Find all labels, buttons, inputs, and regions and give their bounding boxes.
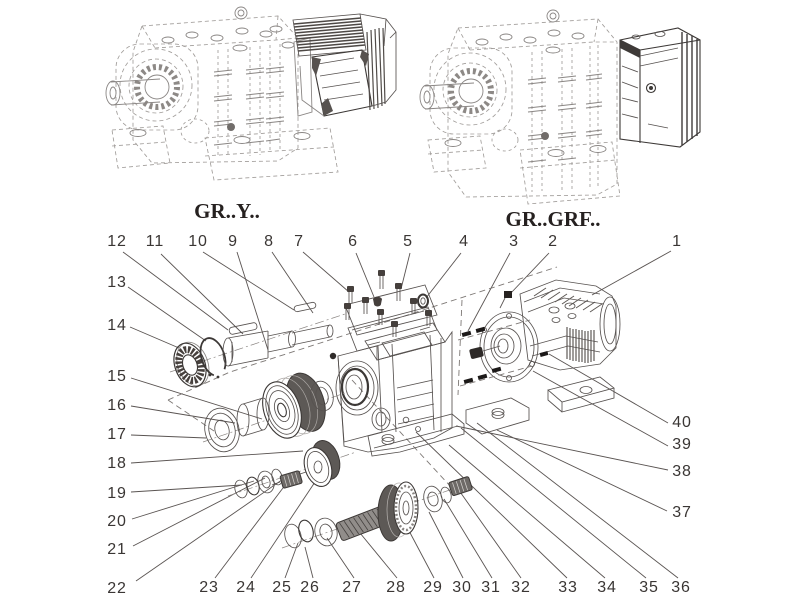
svg-text:39: 39 <box>672 436 692 453</box>
svg-text:25: 25 <box>272 579 292 596</box>
svg-text:40: 40 <box>672 414 692 431</box>
svg-text:GR..GRF..: GR..GRF.. <box>506 207 601 231</box>
svg-text:23: 23 <box>199 579 219 596</box>
svg-text:7: 7 <box>294 233 304 250</box>
svg-text:34: 34 <box>597 579 617 596</box>
svg-text:17: 17 <box>107 426 127 443</box>
svg-text:19: 19 <box>107 485 127 502</box>
svg-text:18: 18 <box>107 455 127 472</box>
svg-text:29: 29 <box>423 579 443 596</box>
svg-text:38: 38 <box>672 463 692 480</box>
svg-text:20: 20 <box>107 513 127 530</box>
svg-text:11: 11 <box>146 233 164 250</box>
svg-text:GR..Y..: GR..Y.. <box>194 199 260 223</box>
svg-text:2: 2 <box>548 233 558 250</box>
svg-text:4: 4 <box>459 233 469 250</box>
svg-text:31: 31 <box>481 579 501 596</box>
svg-text:22: 22 <box>107 580 127 597</box>
svg-text:32: 32 <box>511 579 531 596</box>
svg-text:24: 24 <box>236 579 256 596</box>
svg-text:28: 28 <box>386 579 406 596</box>
svg-text:33: 33 <box>558 579 578 596</box>
svg-text:21: 21 <box>107 541 127 558</box>
svg-text:36: 36 <box>671 579 691 596</box>
svg-text:14: 14 <box>107 317 127 334</box>
svg-text:9: 9 <box>228 233 238 250</box>
svg-text:8: 8 <box>264 233 274 250</box>
svg-text:13: 13 <box>107 274 127 291</box>
svg-text:15: 15 <box>107 368 127 385</box>
svg-text:35: 35 <box>639 579 659 596</box>
svg-text:12: 12 <box>107 233 127 250</box>
svg-text:6: 6 <box>348 233 358 250</box>
svg-text:5: 5 <box>403 233 413 250</box>
svg-text:3: 3 <box>509 233 519 250</box>
svg-text:30: 30 <box>452 579 472 596</box>
svg-text:27: 27 <box>342 579 362 596</box>
svg-text:1: 1 <box>672 233 682 250</box>
svg-text:16: 16 <box>107 397 127 414</box>
svg-text:37: 37 <box>672 504 692 521</box>
svg-text:10: 10 <box>188 233 208 250</box>
svg-text:26: 26 <box>300 579 320 596</box>
